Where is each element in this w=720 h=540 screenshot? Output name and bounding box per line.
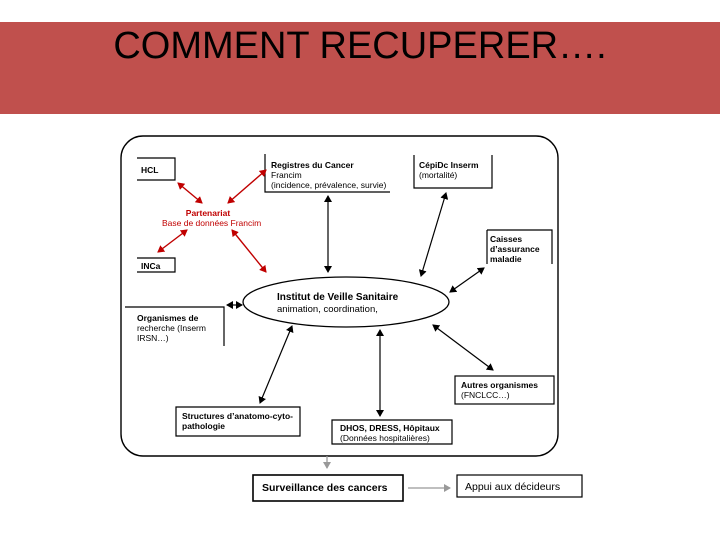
invs-line1: Institut de Veille Sanitaire: [277, 292, 399, 303]
appui-box: [456, 474, 583, 498]
partenariat-line2: Base de données Francim: [162, 218, 262, 228]
partenariat-line1: Partenariat: [185, 208, 231, 218]
organismes-line1: Organismes de: [137, 313, 199, 323]
autres-label: Autres organismes (FNCLCC…): [461, 380, 538, 400]
slide-title: COMMENT RECUPERER….: [113, 24, 607, 67]
autres-box: [454, 375, 555, 405]
registres-label: Registres du Cancer Francim (incidence, …: [271, 160, 386, 190]
dhos-line1: DHOS, DRESS, Hôpitaux: [340, 423, 440, 433]
dhos-box: [331, 419, 453, 445]
invs-line2: animation, coordination,: [277, 304, 378, 315]
registres-line1: Registres du Cancer: [271, 160, 354, 170]
dhos-line2: (Données hospitalières): [340, 433, 430, 443]
structures-line2: pathologie: [182, 421, 225, 431]
surveillance-box: [252, 474, 404, 502]
arrow-partenariat-inca: [157, 229, 188, 253]
arrow-partenariat-registres: [227, 169, 267, 204]
cepidc-label: CépiDc Inserm (mortalité): [419, 160, 479, 180]
structures-box: [175, 406, 301, 437]
arrow-structures-invs: [258, 325, 294, 404]
caisses-line1: Caisses: [490, 234, 523, 244]
caisses-line3: maladie: [490, 254, 522, 264]
organismes-label: Organismes de recherche (Inserm IRSN…): [137, 313, 206, 343]
arrow-caisses-invs: [449, 267, 485, 293]
registres-line3: (incidence, prévalence, survie): [271, 180, 387, 190]
hcl-box: [137, 157, 176, 181]
organismes-box: [125, 306, 225, 346]
inca-label: INCa: [141, 261, 161, 271]
autres-line1: Autres organismes: [461, 380, 538, 390]
dhos-label: DHOS, DRESS, Hôpitaux (Données hospitali…: [340, 423, 440, 443]
hcl-label: HCL: [141, 165, 159, 175]
partenariat-label: Partenariat Base de données Francim: [162, 208, 262, 228]
autres-line2: (FNCLCC…): [461, 390, 510, 400]
caisses-label: Caisses d’assurance maladie: [490, 234, 540, 264]
structures-line1: Structures d’anatomo-cyto-: [182, 411, 293, 421]
appui-label: Appui aux décideurs: [465, 481, 561, 493]
arrow-autres-invs: [432, 324, 494, 371]
cepidc-line2: (mortalité): [419, 170, 458, 180]
arrow-partenariat-invs: [231, 229, 267, 273]
structures-label: Structures d’anatomo-cyto- pathologie: [182, 411, 293, 431]
invs-label: Institut de Veille Sanitaire animation, …: [277, 292, 398, 316]
outer-frame: [120, 135, 559, 457]
title-bar: [0, 22, 720, 114]
organismes-line2: recherche (Inserm: [137, 323, 206, 333]
surveillance-label: Surveillance des cancers: [262, 482, 388, 494]
organismes-line3: IRSN…): [137, 333, 169, 343]
arrow-cepidc-invs: [418, 192, 449, 277]
inca-box: [137, 257, 176, 273]
cepidc-box: [413, 155, 493, 189]
caisses-box: [486, 229, 553, 264]
invs-ellipse: [242, 276, 450, 328]
arrow-partenariat-hcl: [177, 182, 203, 204]
cepidc-line1: CépiDc Inserm: [419, 160, 479, 170]
caisses-line2: d’assurance: [490, 244, 540, 254]
registres-line2: Francim: [271, 170, 302, 180]
